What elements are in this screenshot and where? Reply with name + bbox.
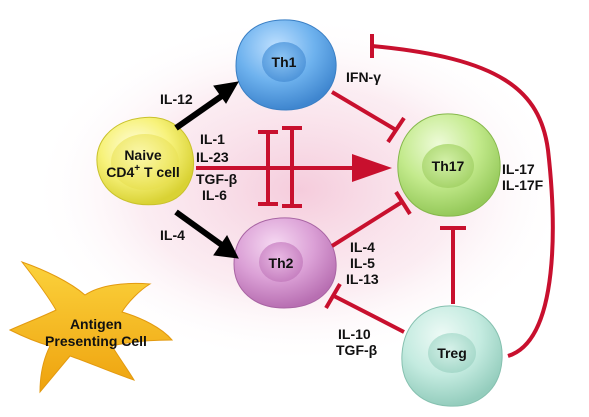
arrow-naive-to-th1 (174, 90, 228, 131)
arrow-naive-to-th2 (174, 209, 228, 251)
label-center-0: IL-1 (200, 131, 225, 147)
treg-cell: Treg (401, 305, 503, 407)
label-treg-product-1: TGF-β (336, 342, 378, 358)
label-th2-product-0: IL-4 (350, 239, 375, 255)
treg-cell-nucleus (428, 333, 476, 373)
apc-label-line2: Presenting Cell (45, 333, 147, 349)
th1-cell-nucleus (262, 42, 306, 82)
label-th2-product-2: IL-13 (346, 271, 379, 287)
th17-label: Th17 (432, 158, 465, 174)
naive-label-line2: CD4+ T cell (106, 163, 180, 180)
label-th2-product-1: IL-5 (350, 255, 375, 271)
label-center-3: IL-6 (202, 187, 227, 203)
th17-cell: Th17 (397, 113, 501, 217)
inhibit-treg-th1 (371, 44, 555, 358)
treg-label: Treg (437, 345, 467, 361)
label-center-1: IL-23 (196, 149, 229, 165)
activation-arrows (174, 81, 239, 259)
inhibit-treg-th2 (333, 294, 405, 334)
apc-label-line1: Antigen (70, 316, 122, 332)
inhibit-th1-th17 (330, 90, 398, 132)
label-th17-product-1: IL-17F (502, 177, 544, 193)
th1-label: Th1 (272, 54, 297, 70)
th1-cell: Th1 (235, 19, 337, 111)
arrowhead-th1 (213, 81, 239, 104)
label-ifng: IFN-γ (346, 69, 381, 85)
inhibit-th2-th17 (330, 200, 404, 248)
label-th17-product-0: IL-17 (502, 161, 535, 177)
background-glow (30, 15, 570, 365)
apc-shape (8, 260, 174, 394)
label-center-2: TGF-β (196, 171, 238, 187)
arrowhead-th2 (213, 235, 239, 259)
th2-cell-nucleus (259, 242, 303, 282)
naive-label-line1: Naive (124, 147, 162, 163)
th2-cell: Th2 (233, 217, 337, 309)
naive-cd4-t-cell: Naive CD4+ T cell (96, 116, 194, 206)
naive-cell-nucleus (111, 134, 179, 190)
label-treg-product-0: IL-10 (338, 326, 371, 342)
antigen-presenting-cell: Antigen Presenting Cell (8, 260, 174, 394)
inhibition-lines (258, 34, 555, 358)
label-il4-left: IL-4 (160, 227, 185, 243)
th17-cell-nucleus (422, 144, 474, 188)
th2-label: Th2 (269, 255, 294, 271)
label-il12: IL-12 (160, 91, 193, 107)
naive-to-th17-arrow (196, 154, 392, 182)
